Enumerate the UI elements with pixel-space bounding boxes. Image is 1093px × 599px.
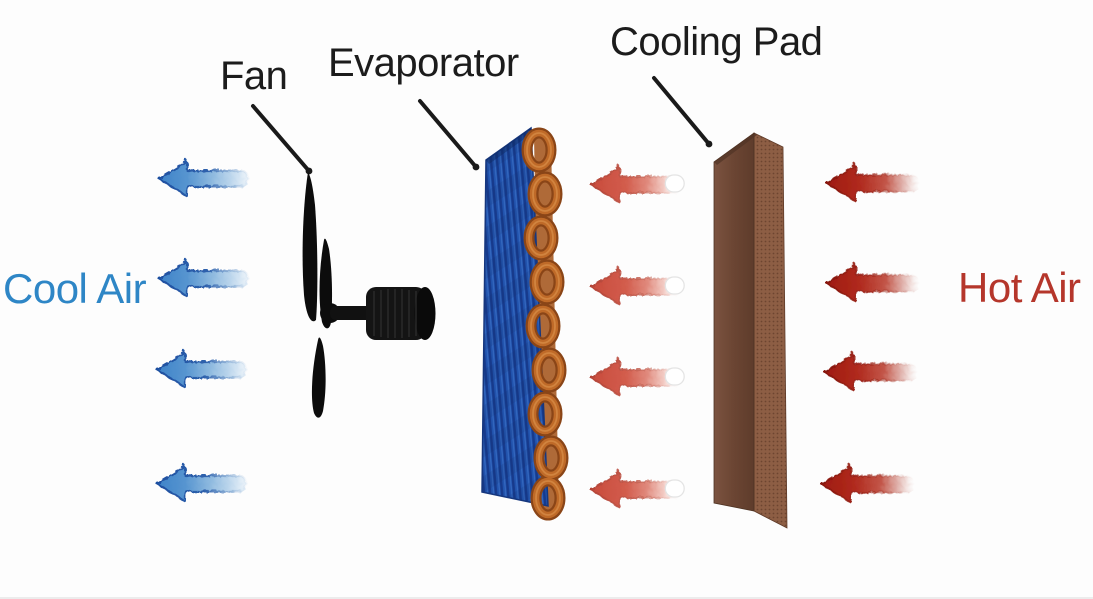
fan-shaft [330, 306, 374, 320]
cooling-pad-label: Cooling Pad [610, 20, 823, 64]
warm-air-arrow [590, 471, 685, 507]
evaporator-top-bevel [486, 128, 534, 164]
fan-label: Fan [220, 54, 288, 98]
warm-air-arrow [590, 268, 685, 304]
cooling-pad-graphic [713, 132, 788, 529]
hot-air-arrow [825, 264, 918, 301]
cool-air-arrow [156, 351, 245, 386]
warm-air-arrow [590, 359, 685, 395]
cooling-pad-side-face [753, 132, 788, 529]
evaporator-graphic [481, 126, 569, 521]
hot-air-arrow [825, 164, 918, 201]
fan-leader-line [251, 104, 313, 175]
fan-graphic [302, 172, 436, 418]
warm-air-arrows [590, 166, 685, 507]
hot-air-arrow [820, 465, 913, 502]
fan-blade [311, 337, 326, 418]
cool-air-arrows [156, 160, 247, 500]
hot-air-arrow [823, 353, 916, 390]
fan-motor [366, 287, 436, 340]
cool-air-label: Cool Air [3, 265, 147, 312]
hot-air-label: Hot Air [958, 264, 1081, 311]
fan-blade [302, 172, 318, 322]
evaporator-leader-line [418, 99, 480, 171]
cooling-pad-leader-line [652, 76, 713, 148]
warm-air-arrow [590, 166, 685, 202]
cool-air-arrow [156, 465, 245, 500]
cool-air-arrow [158, 160, 247, 195]
cooling-pad-front-face [713, 132, 755, 512]
evaporator-coil [521, 127, 569, 521]
cool-air-arrow [158, 260, 247, 295]
hot-air-arrows [820, 164, 918, 502]
cooling-pad-top-bevel [714, 133, 757, 165]
evaporator-label: Evaporator [328, 41, 519, 85]
